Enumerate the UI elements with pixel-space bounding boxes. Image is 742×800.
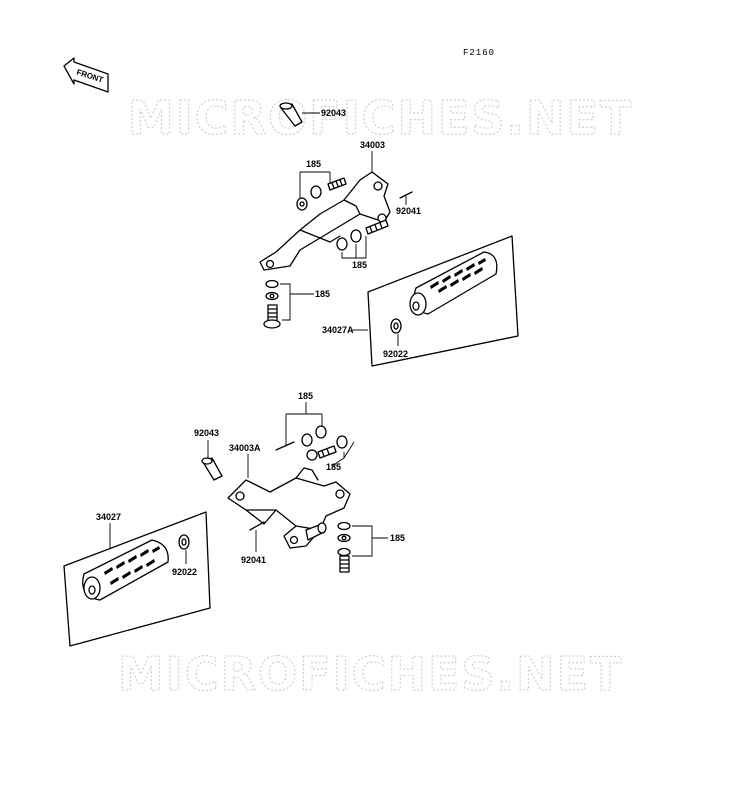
pin-92043-top	[279, 102, 303, 127]
watermark-bottom: MICROFICHES.NET	[118, 647, 623, 701]
label-92043-top: 92043	[321, 108, 346, 118]
label-185-a: 185	[306, 159, 321, 169]
bolt-185-a	[296, 177, 347, 211]
bolt-185-b	[336, 219, 389, 251]
label-92022-bottom: 92022	[172, 567, 197, 577]
front-arrow-icon: FRONT	[63, 57, 109, 93]
diagram-code: F2160	[463, 48, 495, 58]
bracket-34003	[259, 171, 391, 271]
spring-pin-92041-bottom	[249, 521, 265, 531]
label-92041-bottom: 92041	[241, 555, 266, 565]
label-92043-bottom: 92043	[194, 428, 219, 438]
label-92022-top: 92022	[383, 349, 408, 359]
label-34003: 34003	[360, 140, 385, 150]
bolt-185-e	[306, 435, 348, 461]
bracket-34003A	[227, 467, 351, 549]
label-34003A: 34003A	[229, 443, 261, 453]
bolt-185-d	[275, 425, 327, 451]
spring-pin-92041-top	[399, 191, 413, 199]
label-185-f: 185	[390, 533, 405, 543]
washer-92022-bottom	[178, 534, 190, 550]
washer-92022-top	[390, 318, 402, 334]
label-185-d: 185	[298, 391, 313, 401]
label-34027A: 34027A	[322, 325, 354, 335]
label-92041-top: 92041	[396, 206, 421, 216]
label-185-e: 185	[326, 462, 341, 472]
box-34027	[63, 511, 211, 647]
label-34027: 34027	[96, 512, 121, 522]
bolt-185-c	[263, 279, 281, 329]
footrest-rubber-34027A	[409, 251, 498, 316]
label-185-b: 185	[352, 260, 367, 270]
watermark-top: MICROFICHES.NET	[128, 91, 633, 145]
box-34027A	[367, 235, 519, 367]
label-185-c: 185	[315, 289, 330, 299]
pin-92043-bottom	[201, 457, 223, 481]
bolt-185-f	[337, 521, 351, 573]
footrest-rubber-34027	[82, 539, 169, 601]
